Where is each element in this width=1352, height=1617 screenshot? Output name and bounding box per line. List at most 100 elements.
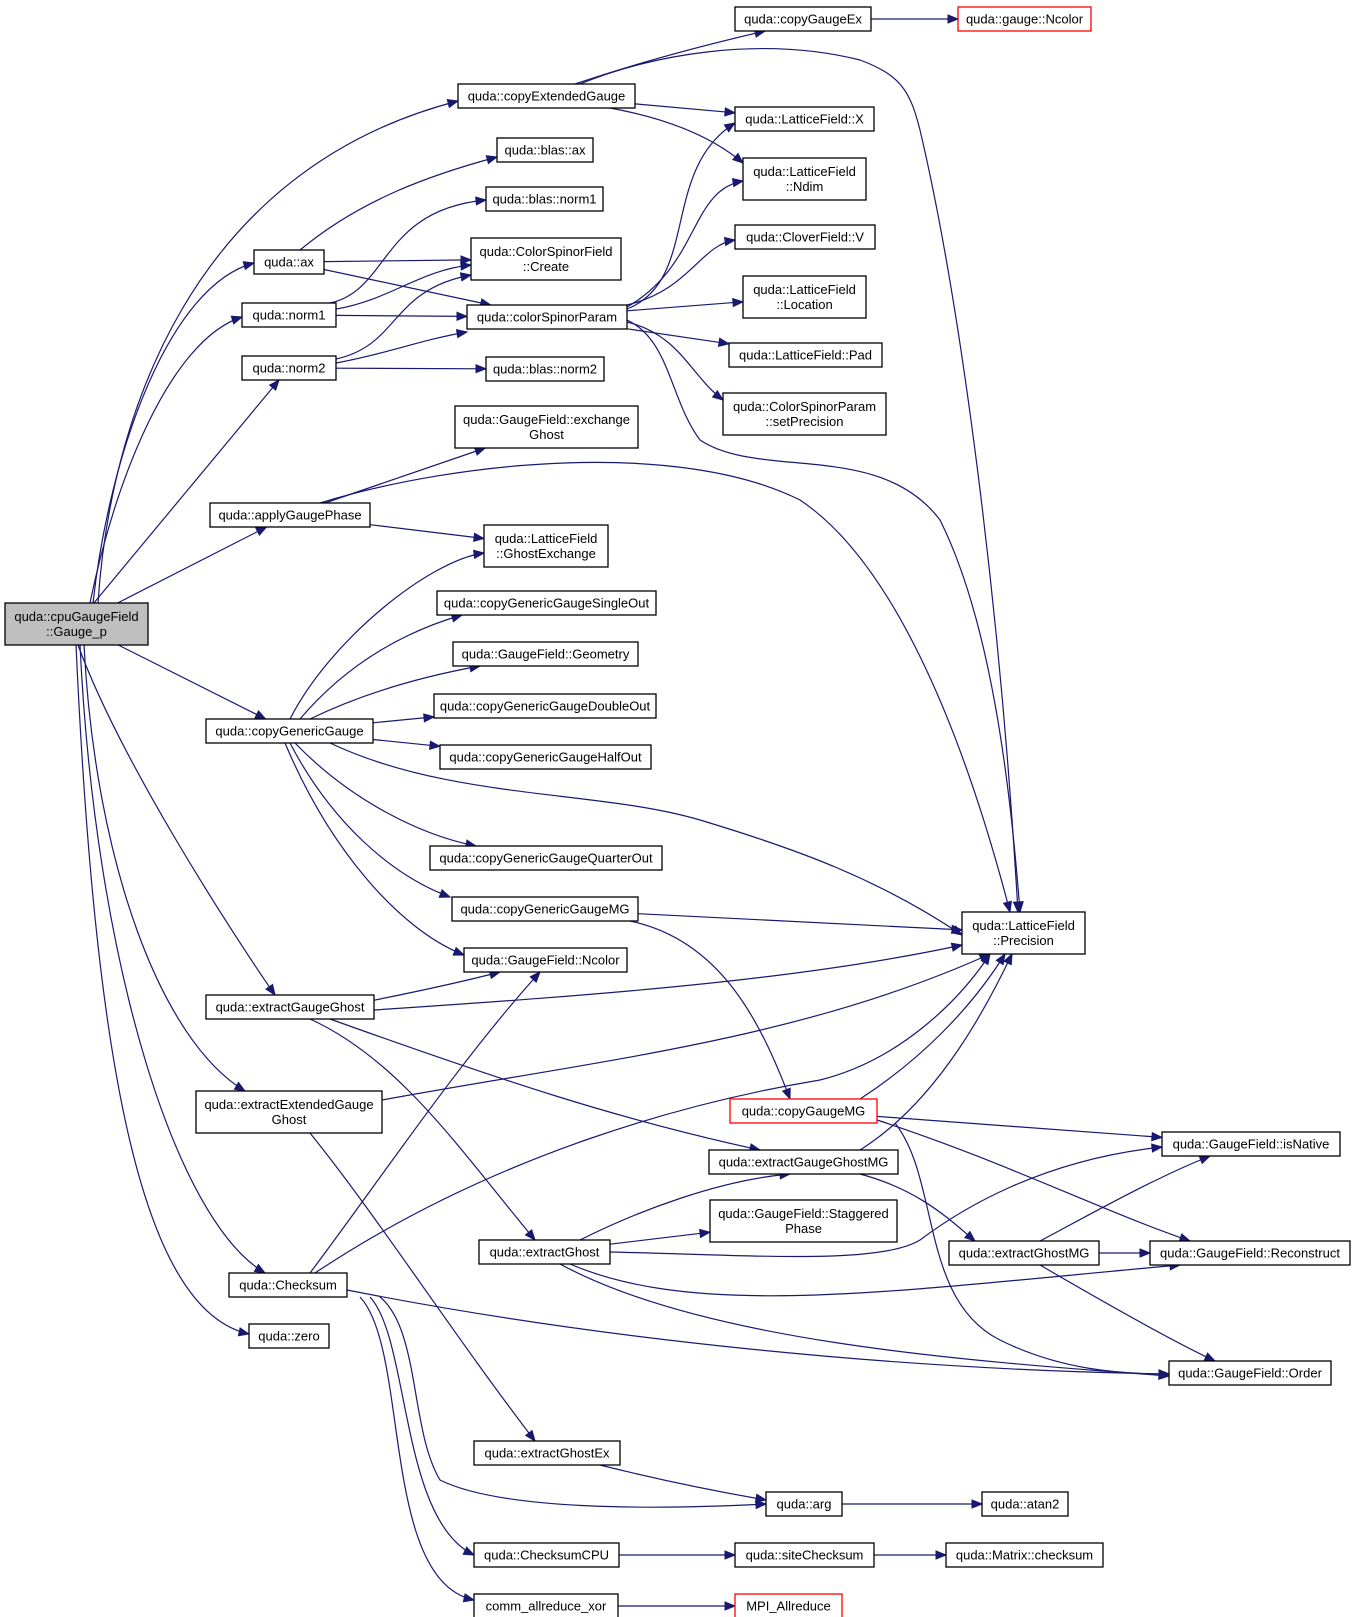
- node-copyGaugeEx[interactable]: quda::copyGaugeEx: [734, 6, 872, 32]
- node-gf_Ncolor[interactable]: quda::GaugeField::Ncolor: [463, 947, 628, 973]
- node-cg_DoubleOut[interactable]: quda::copyGenericGaugeDoubleOut: [433, 693, 657, 719]
- node-root[interactable]: quda::cpuGaugeField::Gauge_p: [4, 602, 149, 646]
- node-box[interactable]: [195, 1090, 383, 1134]
- node-box[interactable]: [436, 590, 657, 616]
- node-box[interactable]: [209, 502, 371, 528]
- node-box[interactable]: [463, 947, 628, 973]
- node-cg_MG[interactable]: quda::copyGenericGaugeMG: [451, 896, 639, 922]
- node-box[interactable]: [1161, 1131, 1341, 1157]
- node-applyGaugePhase[interactable]: quda::applyGaugePhase: [209, 502, 371, 528]
- node-atan2[interactable]: quda::atan2: [981, 1491, 1069, 1517]
- node-box[interactable]: [466, 304, 628, 330]
- node-box[interactable]: [734, 1542, 875, 1568]
- node-zero[interactable]: quda::zero: [248, 1323, 330, 1349]
- node-arg[interactable]: quda::arg: [765, 1491, 843, 1517]
- node-cg_QuarterOut[interactable]: quda::copyGenericGaugeQuarterOut: [429, 845, 663, 871]
- node-box[interactable]: [228, 1272, 348, 1298]
- node-box[interactable]: [728, 342, 883, 368]
- node-copyGaugeMG[interactable]: quda::copyGaugeMG: [729, 1098, 878, 1124]
- node-gf_Reconstruct[interactable]: quda::GaugeField::Reconstruct: [1149, 1240, 1351, 1266]
- node-extractGaugeGhostMG[interactable]: quda::extractGaugeGhostMG: [708, 1149, 899, 1175]
- node-cg_SingleOut[interactable]: quda::copyGenericGaugeSingleOut: [436, 590, 657, 616]
- node-box[interactable]: [205, 718, 374, 744]
- node-box[interactable]: [433, 693, 657, 719]
- node-Checksum[interactable]: quda::Checksum: [228, 1272, 348, 1298]
- node-box[interactable]: [451, 896, 639, 922]
- node-lf_Ndim[interactable]: quda::LatticeField::Ndim: [742, 157, 867, 201]
- node-box[interactable]: [248, 1323, 330, 1349]
- node-lf_Location[interactable]: quda::LatticeField::Location: [742, 275, 867, 319]
- node-cg_HalfOut[interactable]: quda::copyGenericGaugeHalfOut: [439, 744, 652, 770]
- node-norm2[interactable]: quda::norm2: [241, 355, 337, 381]
- node-box[interactable]: [742, 275, 867, 319]
- node-box[interactable]: [454, 405, 639, 449]
- node-lf_Precision[interactable]: quda::LatticeField::Precision: [961, 911, 1086, 955]
- node-box[interactable]: [478, 1239, 611, 1265]
- node-box[interactable]: [483, 524, 609, 568]
- node-copyGenericGauge[interactable]: quda::copyGenericGauge: [205, 718, 374, 744]
- node-ChecksumCPU[interactable]: quda::ChecksumCPU: [473, 1542, 620, 1568]
- node-box[interactable]: [1168, 1360, 1332, 1386]
- node-extractGhostEx[interactable]: quda::extractGhostEx: [473, 1440, 621, 1466]
- node-blas_norm1[interactable]: quda::blas::norm1: [485, 186, 604, 212]
- node-gf_isNative[interactable]: quda::GaugeField::isNative: [1161, 1131, 1341, 1157]
- node-box[interactable]: [945, 1542, 1104, 1568]
- node-box[interactable]: [709, 1199, 898, 1243]
- node-lf_GhostExchange[interactable]: quda::LatticeField::GhostExchange: [483, 524, 609, 568]
- node-box[interactable]: [470, 237, 622, 281]
- node-box[interactable]: [496, 137, 594, 163]
- node-box[interactable]: [473, 1440, 621, 1466]
- node-box[interactable]: [729, 1098, 878, 1124]
- node-extractGhostMG[interactable]: quda::extractGhostMG: [948, 1240, 1100, 1266]
- node-lf_X[interactable]: quda::LatticeField::X: [734, 106, 875, 132]
- node-box[interactable]: [205, 994, 375, 1020]
- node-box[interactable]: [485, 186, 604, 212]
- node-box[interactable]: [4, 602, 149, 646]
- node-colorSpinorParam[interactable]: quda::colorSpinorParam: [466, 304, 628, 330]
- node-box[interactable]: [485, 356, 605, 382]
- node-box[interactable]: [765, 1491, 843, 1517]
- node-box[interactable]: [957, 6, 1092, 32]
- node-blas_ax[interactable]: quda::blas::ax: [496, 137, 594, 163]
- node-box[interactable]: [734, 1593, 843, 1617]
- node-box[interactable]: [452, 641, 639, 667]
- node-box[interactable]: [742, 157, 867, 201]
- node-extractGaugeGhost[interactable]: quda::extractGaugeGhost: [205, 994, 375, 1020]
- node-MPI_Allreduce[interactable]: MPI_Allreduce: [734, 1593, 843, 1617]
- node-norm1[interactable]: quda::norm1: [241, 302, 337, 328]
- node-box[interactable]: [473, 1593, 619, 1617]
- node-box[interactable]: [457, 83, 636, 109]
- node-box[interactable]: [708, 1149, 899, 1175]
- node-box[interactable]: [722, 392, 887, 436]
- node-siteChecksum[interactable]: quda::siteChecksum: [734, 1542, 875, 1568]
- node-copyExtendedGauge[interactable]: quda::copyExtendedGauge: [457, 83, 636, 109]
- node-lf_Pad[interactable]: quda::LatticeField::Pad: [728, 342, 883, 368]
- node-box[interactable]: [961, 911, 1086, 955]
- node-cf_V[interactable]: quda::CloverField::V: [734, 224, 876, 250]
- node-box[interactable]: [439, 744, 652, 770]
- node-box[interactable]: [734, 224, 876, 250]
- node-box[interactable]: [241, 355, 337, 381]
- node-csf_Create[interactable]: quda::ColorSpinorField::Create: [470, 237, 622, 281]
- node-box[interactable]: [1149, 1240, 1351, 1266]
- node-gf_Geometry[interactable]: quda::GaugeField::Geometry: [452, 641, 639, 667]
- node-comm_allreduce_xor[interactable]: comm_allreduce_xor: [473, 1593, 619, 1617]
- node-box[interactable]: [734, 106, 875, 132]
- node-csp_setPrecision[interactable]: quda::ColorSpinorParam::setPrecision: [722, 392, 887, 436]
- node-extractGhost[interactable]: quda::extractGhost: [478, 1239, 611, 1265]
- node-ax[interactable]: quda::ax: [253, 249, 325, 275]
- node-gauge_Ncolor[interactable]: quda::gauge::Ncolor: [957, 6, 1092, 32]
- node-box[interactable]: [241, 302, 337, 328]
- node-box[interactable]: [734, 6, 872, 32]
- node-blas_norm2[interactable]: quda::blas::norm2: [485, 356, 605, 382]
- node-box[interactable]: [429, 845, 663, 871]
- node-box[interactable]: [981, 1491, 1069, 1517]
- node-gf_Order[interactable]: quda::GaugeField::Order: [1168, 1360, 1332, 1386]
- node-box[interactable]: [253, 249, 325, 275]
- node-matrix_checksum[interactable]: quda::Matrix::checksum: [945, 1542, 1104, 1568]
- node-box[interactable]: [473, 1542, 620, 1568]
- node-box[interactable]: [948, 1240, 1100, 1266]
